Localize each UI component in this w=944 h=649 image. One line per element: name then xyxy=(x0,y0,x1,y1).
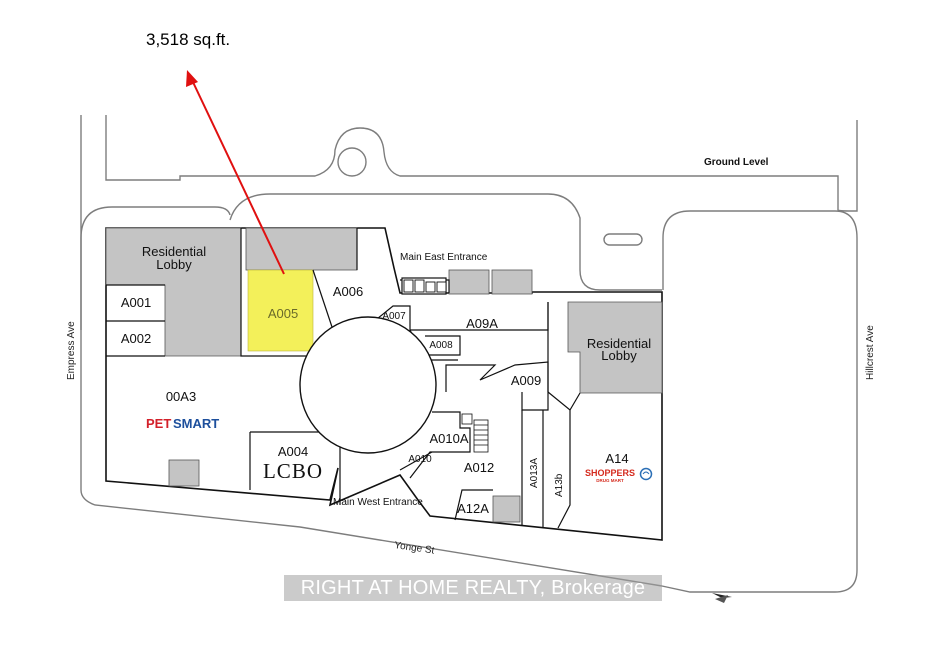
unit-label-a005: A005 xyxy=(268,306,298,321)
unit-label-a006: A006 xyxy=(333,284,363,299)
petsmart-logo-pet: PET xyxy=(146,416,171,431)
shoppers-logo-line1: SHOPPERS xyxy=(585,468,635,478)
unit-label-a004: A004 xyxy=(278,444,308,459)
unit-label-a001: A001 xyxy=(121,295,151,310)
unit-label-a09a: A09A xyxy=(466,316,498,331)
street-label-east: Hillcrest Ave xyxy=(865,325,876,380)
residential-lobby-left-line2: Lobby xyxy=(156,257,192,272)
street-label-west: Empress Ave xyxy=(66,321,77,380)
unit-label-a13b: A13b xyxy=(554,473,565,497)
watermark: RIGHT AT HOME REALTY, Brokerage xyxy=(284,575,662,601)
shoppers-drug-mart-logo: SHOPPERS DRUG MART xyxy=(585,467,653,483)
unit-label-a12a: A12A xyxy=(457,501,489,516)
unit-label-a007: A007 xyxy=(382,311,406,322)
unit-label-a008: A008 xyxy=(429,340,453,351)
area-note: 3,518 sq.ft. xyxy=(146,30,231,49)
unit-label-a009: A009 xyxy=(511,373,541,388)
lcbo-logo: LCBO xyxy=(263,459,323,483)
unit-label-a010: A010 xyxy=(408,454,432,465)
petsmart-logo-smart: SMART xyxy=(173,416,219,431)
site-outlines xyxy=(80,115,858,593)
unit-label-a14: A14 xyxy=(605,451,628,466)
residential-lobby-left-line1: Residential xyxy=(142,244,206,259)
central-rotunda xyxy=(299,316,437,454)
east-entrance-fixtures xyxy=(403,279,447,293)
unit-label-a002: A002 xyxy=(121,331,151,346)
entrance-label-west: Main West Entrance xyxy=(333,497,423,508)
residential-lobby-right-line2: Lobby xyxy=(601,348,637,363)
shoppers-logo-line2: DRUG MART xyxy=(596,478,624,483)
stairs-icon xyxy=(461,413,489,453)
unit-label-a012: A012 xyxy=(464,460,494,475)
petsmart-logo: PET SMART xyxy=(146,416,219,431)
unit-label-a013a: A013A xyxy=(529,458,540,488)
unit-label-a010a: A010A xyxy=(429,431,468,446)
unit-a005-highlight[interactable] xyxy=(247,269,314,352)
north-arrow-icon xyxy=(712,593,732,603)
residential-lobby-right-line1: Residential xyxy=(587,336,651,351)
level-label: Ground Level xyxy=(704,157,769,168)
shoppers-emblem-icon xyxy=(639,467,653,481)
unit-label-00a3: 00A3 xyxy=(166,389,196,404)
leader-arrow xyxy=(186,70,285,275)
street-label-south: Yonge St xyxy=(394,540,436,557)
entrance-label-east: Main East Entrance xyxy=(400,252,488,263)
